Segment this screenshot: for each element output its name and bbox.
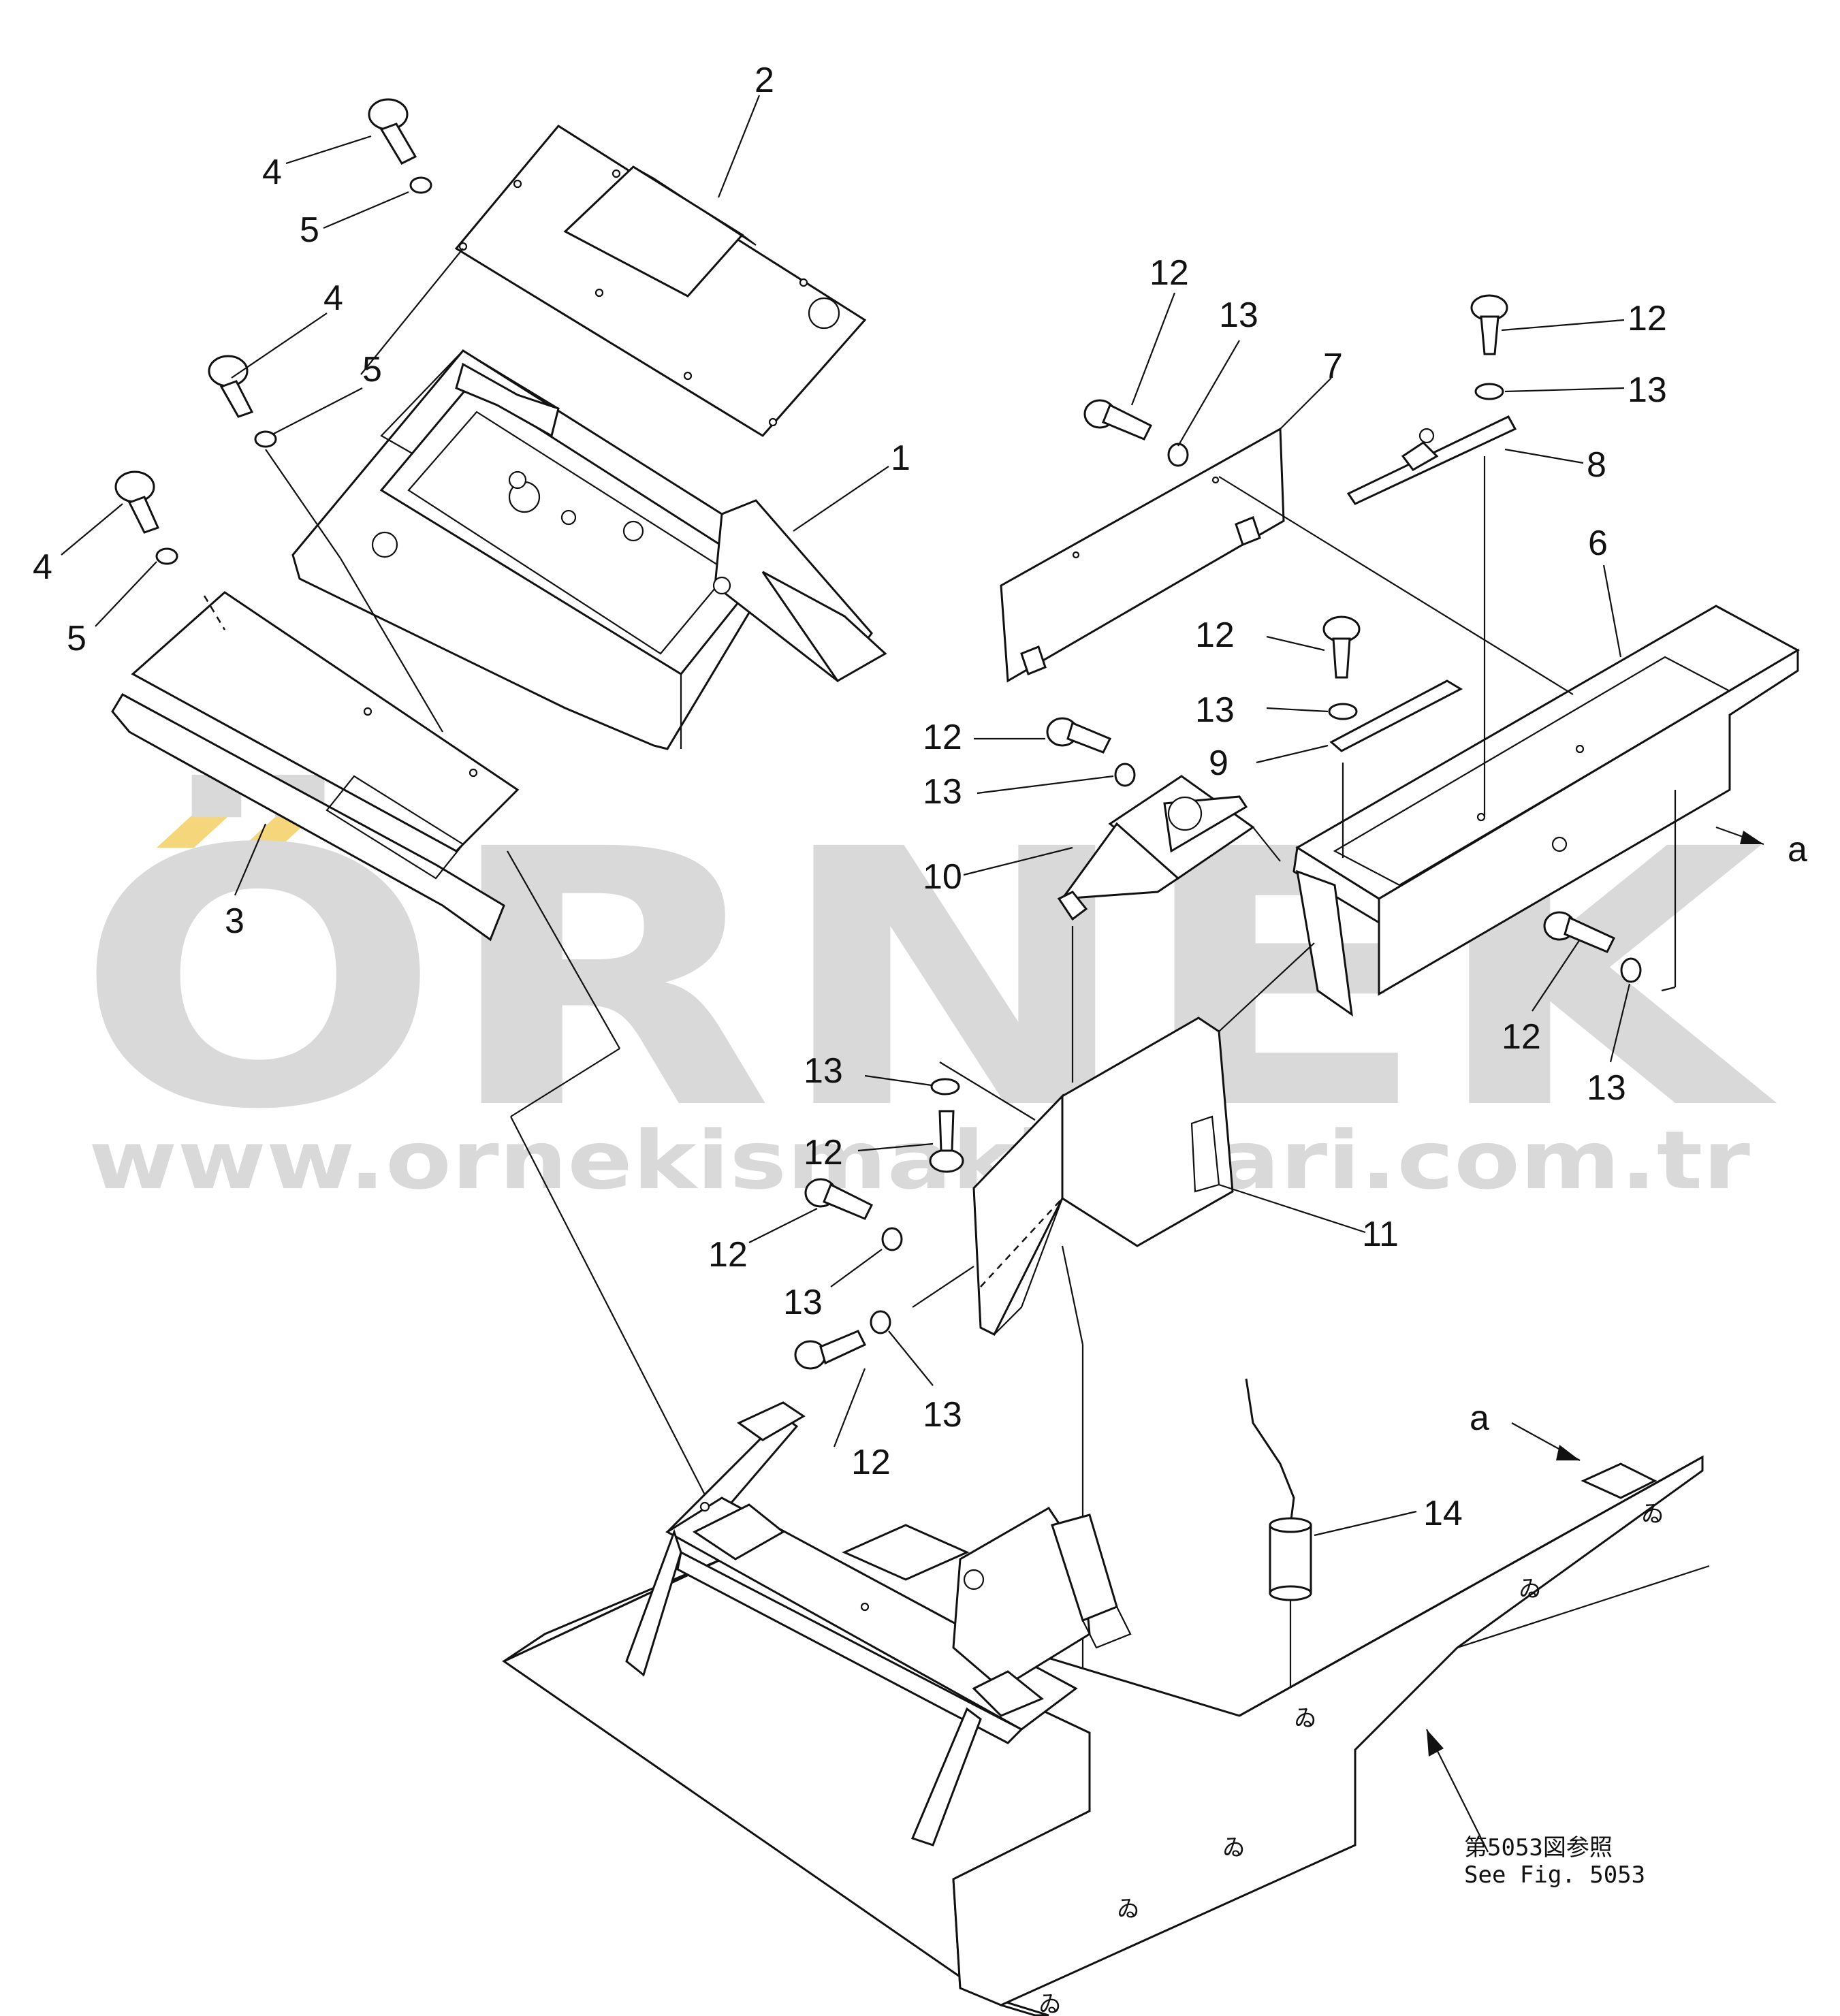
- svg-text:ゐ: ゐ: [1117, 1895, 1140, 1923]
- bolt-12-g: [804, 1178, 874, 1220]
- callout-12-g: 12: [708, 1235, 748, 1275]
- callouts: 2 1 3 4 5 4 5 4 5 12 13 7 12 13 8 6 12 1…: [33, 61, 1807, 1533]
- callout-ref-a-bottom: a: [1470, 1398, 1489, 1438]
- reference-note-en: See Fig. 5053: [1464, 1861, 1645, 1889]
- part-2-cover-plate: [454, 125, 867, 437]
- watermark-accent: [157, 810, 235, 848]
- svg-text:ゐ: ゐ: [1519, 1575, 1542, 1603]
- bolt-4-left: [114, 470, 160, 534]
- svg-text:ゐ: ゐ: [1641, 1501, 1664, 1528]
- callout-5-middle: 5: [362, 350, 382, 389]
- washer-13-a: [1167, 443, 1189, 467]
- callout-7: 7: [1323, 347, 1343, 386]
- callout-12-d: 12: [923, 718, 962, 757]
- svg-text:ゐ: ゐ: [1222, 1834, 1246, 1861]
- reference-note: 第5053図参照 See Fig. 5053: [1464, 1834, 1645, 1889]
- part-8-bar: [1346, 415, 1517, 505]
- callout-5-top: 5: [300, 210, 319, 250]
- washer-13-g: [881, 1227, 903, 1251]
- washer-5-left: [155, 547, 178, 565]
- bolt-4-top: [368, 98, 417, 165]
- bolt-12-c: [1322, 615, 1361, 679]
- callout-3: 3: [225, 901, 244, 941]
- part-7-side-panel: [1000, 427, 1285, 683]
- arrow-a-bottom: [1511, 1422, 1581, 1461]
- callout-6: 6: [1588, 524, 1608, 563]
- part-11-lower-bracket: [972, 1017, 1234, 1337]
- callout-13-d: 13: [923, 772, 962, 812]
- callout-12-e: 12: [1502, 1017, 1541, 1057]
- callout-10: 10: [923, 857, 962, 897]
- part-10-bracket: [1057, 775, 1281, 921]
- washer-13-f: [930, 1078, 960, 1095]
- callout-12-a: 12: [1149, 253, 1189, 293]
- reference-note-jp: 第5053図参照: [1464, 1834, 1613, 1861]
- part-1-console-body: [291, 349, 887, 750]
- console-stand: [625, 1401, 1132, 1846]
- bolt-12-e: [1543, 911, 1616, 953]
- callout-13-e: 13: [1587, 1068, 1626, 1108]
- callout-13-c: 13: [1195, 690, 1235, 730]
- callout-13-b: 13: [1628, 370, 1667, 410]
- callout-12-f: 12: [804, 1133, 843, 1172]
- callout-4-middle: 4: [323, 278, 343, 318]
- washer-13-e: [1620, 957, 1642, 983]
- part-9-strip: [1329, 679, 1463, 752]
- callout-13-g: 13: [783, 1283, 823, 1322]
- callout-11: 11: [1362, 1215, 1399, 1254]
- callout-13-h: 13: [923, 1395, 962, 1435]
- bolt-12-b: [1470, 294, 1508, 355]
- callout-9: 9: [1209, 743, 1228, 783]
- callout-13-a: 13: [1219, 295, 1258, 335]
- svg-text:ゐ: ゐ: [1294, 1705, 1317, 1732]
- washer-5-top: [409, 176, 432, 194]
- callout-2: 2: [755, 61, 774, 100]
- callout-4-left: 4: [33, 547, 52, 587]
- washer-13-h: [870, 1310, 891, 1334]
- bolt-12-f: [929, 1110, 964, 1173]
- callout-13-f: 13: [804, 1051, 843, 1091]
- bolt-12-a: [1083, 399, 1153, 441]
- svg-text:ゐ: ゐ: [1038, 1991, 1062, 2016]
- callout-1: 1: [891, 438, 910, 478]
- callout-ref-a-right: a: [1788, 830, 1807, 869]
- callout-5-left: 5: [67, 619, 86, 658]
- bolt-12-d: [1046, 717, 1112, 754]
- part-6-frame-rail: [1292, 605, 1801, 1017]
- arrow-a-right: [1715, 826, 1764, 846]
- bolt-4-middle: [208, 355, 254, 418]
- arrow-reference: [1426, 1729, 1489, 1853]
- part-3-lower-plate: [111, 591, 520, 942]
- assembly-lines-left: [203, 248, 709, 1502]
- watermark-url: www.ornekismakinalari.com.tr: [89, 1113, 1750, 1207]
- washer-13-d: [1114, 763, 1136, 787]
- washer-13-b: [1474, 383, 1504, 400]
- callout-12-c: 12: [1195, 615, 1235, 655]
- washer-13-c: [1328, 703, 1358, 720]
- washer-5-middle: [254, 430, 277, 448]
- callout-8: 8: [1587, 445, 1606, 485]
- callout-14: 14: [1423, 1494, 1463, 1533]
- callout-12-b: 12: [1628, 299, 1667, 338]
- leader-lines: [61, 95, 1631, 1537]
- callout-4-top: 4: [262, 153, 282, 192]
- callout-12-h: 12: [851, 1443, 891, 1482]
- bolt-12-h: [794, 1330, 867, 1370]
